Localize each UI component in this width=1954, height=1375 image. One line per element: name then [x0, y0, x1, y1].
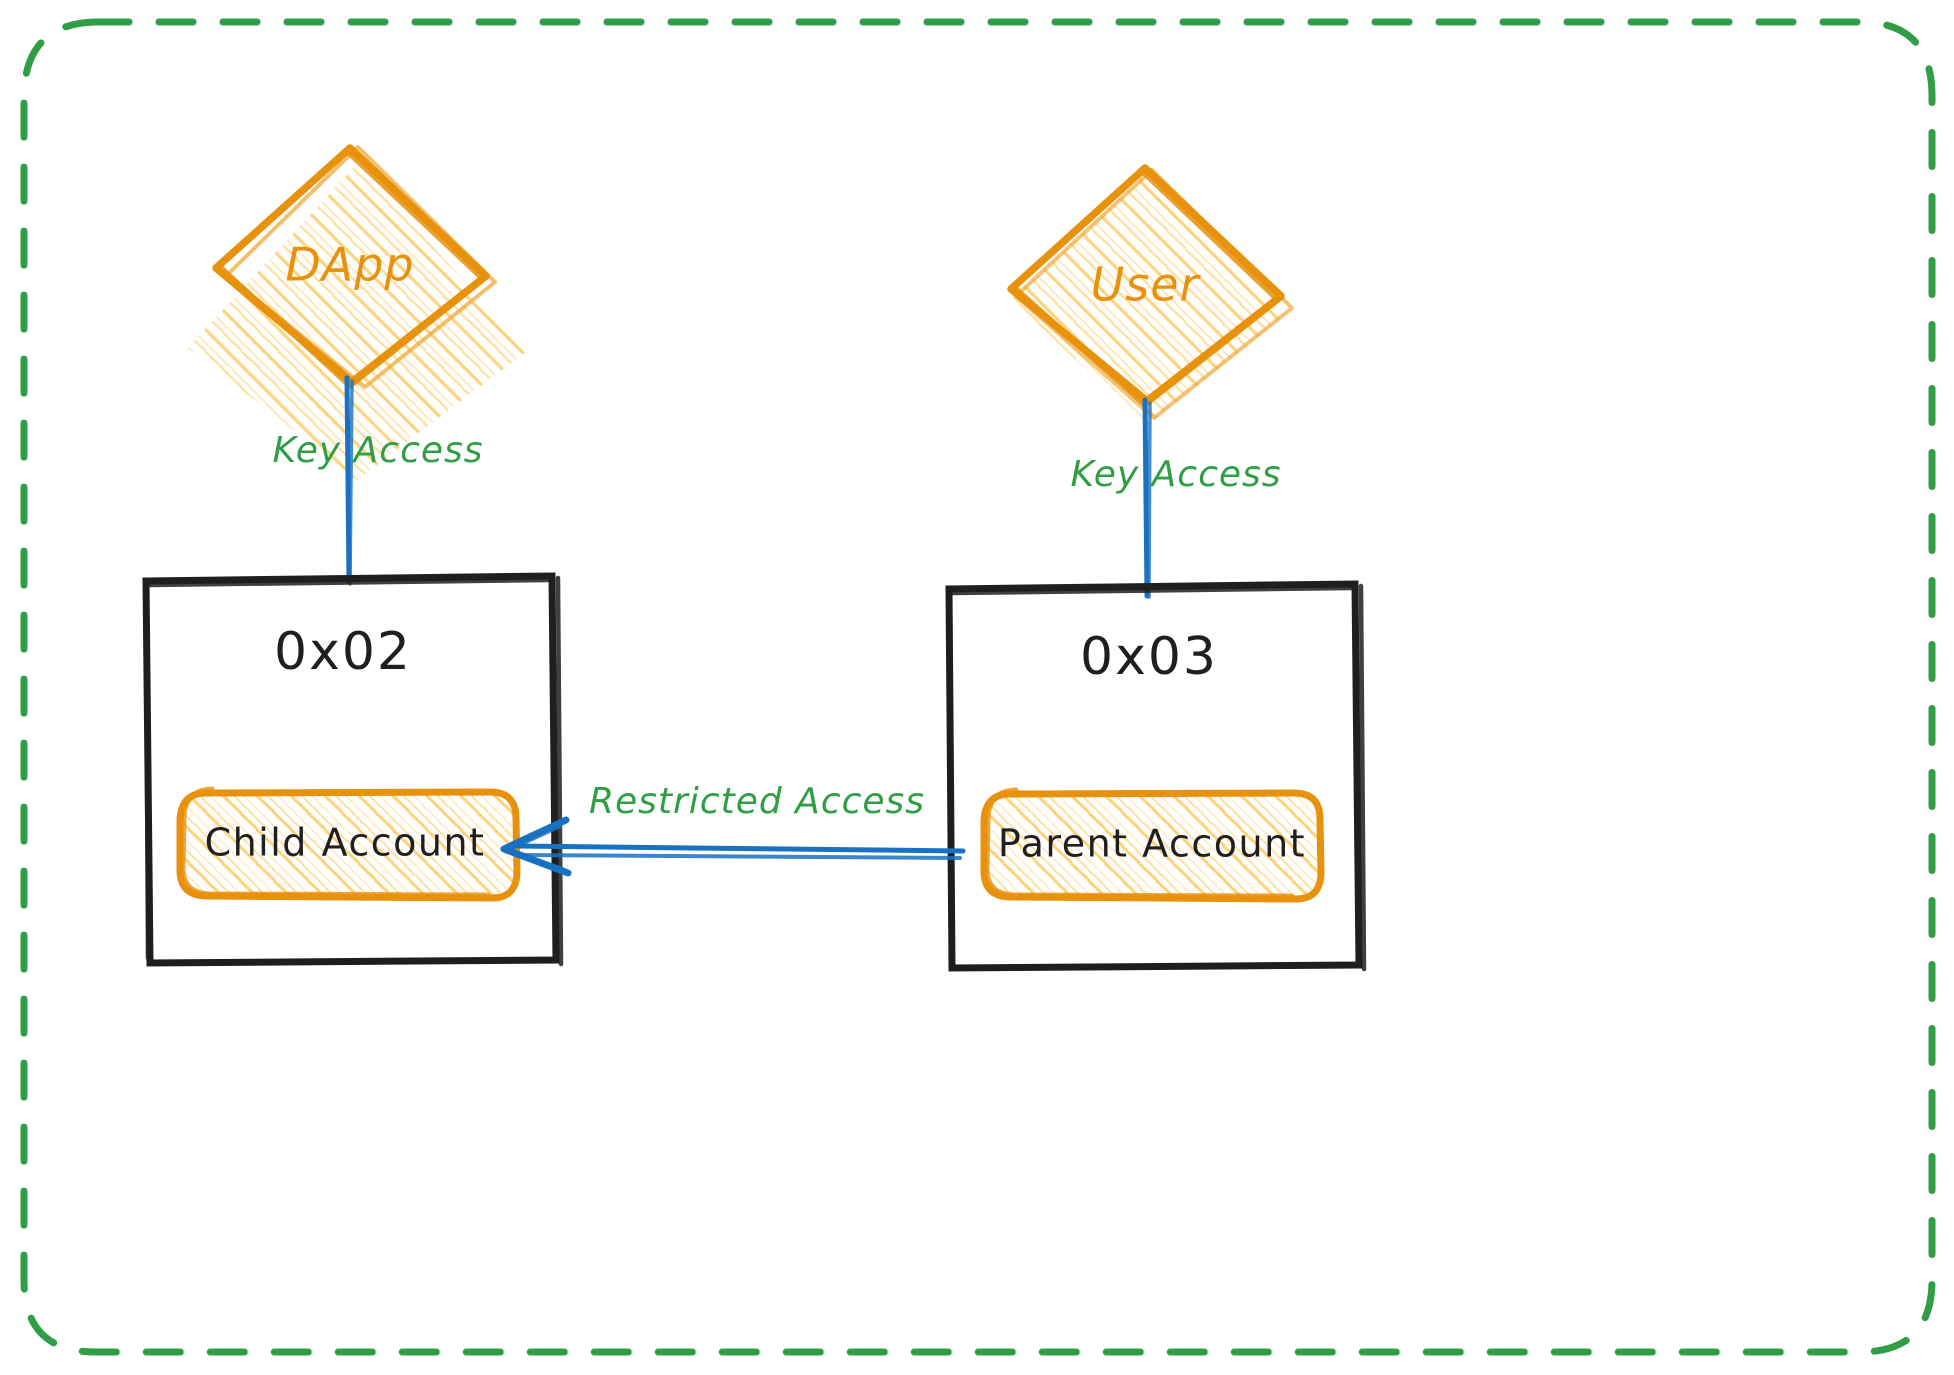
node-0x03-label: 0x03 [1080, 627, 1218, 687]
node-dapp-label: DApp [285, 238, 414, 292]
outer-dashed-frame [20, 18, 1936, 1356]
edge-label-restricted-access: Restricted Access [589, 781, 925, 822]
edge-user-to-parent-box[interactable]: Key Access [1070, 397, 1281, 599]
node-parent-account-label: Parent Account [998, 822, 1306, 866]
edge-parent-to-child[interactable]: Restricted Access [500, 781, 966, 877]
node-account-0x03[interactable]: 0x03 Parent Account [945, 580, 1367, 972]
arrowhead-left-icon [500, 816, 572, 877]
node-child-account[interactable]: Child Account [176, 786, 521, 902]
node-child-account-label: Child Account [205, 821, 486, 865]
node-dapp[interactable]: DApp [188, 144, 528, 480]
node-user-label: User [1091, 258, 1202, 312]
node-user[interactable]: User [1007, 164, 1294, 425]
edge-dapp-to-child-box[interactable]: Key Access [272, 375, 483, 586]
edge-label-key-access-dapp: Key Access [272, 430, 483, 471]
node-0x02-label: 0x02 [274, 622, 412, 682]
node-account-0x02[interactable]: 0x02 Child Account [142, 572, 564, 967]
node-parent-account[interactable]: Parent Account [980, 787, 1325, 903]
edge-label-key-access-user: Key Access [1070, 454, 1281, 495]
